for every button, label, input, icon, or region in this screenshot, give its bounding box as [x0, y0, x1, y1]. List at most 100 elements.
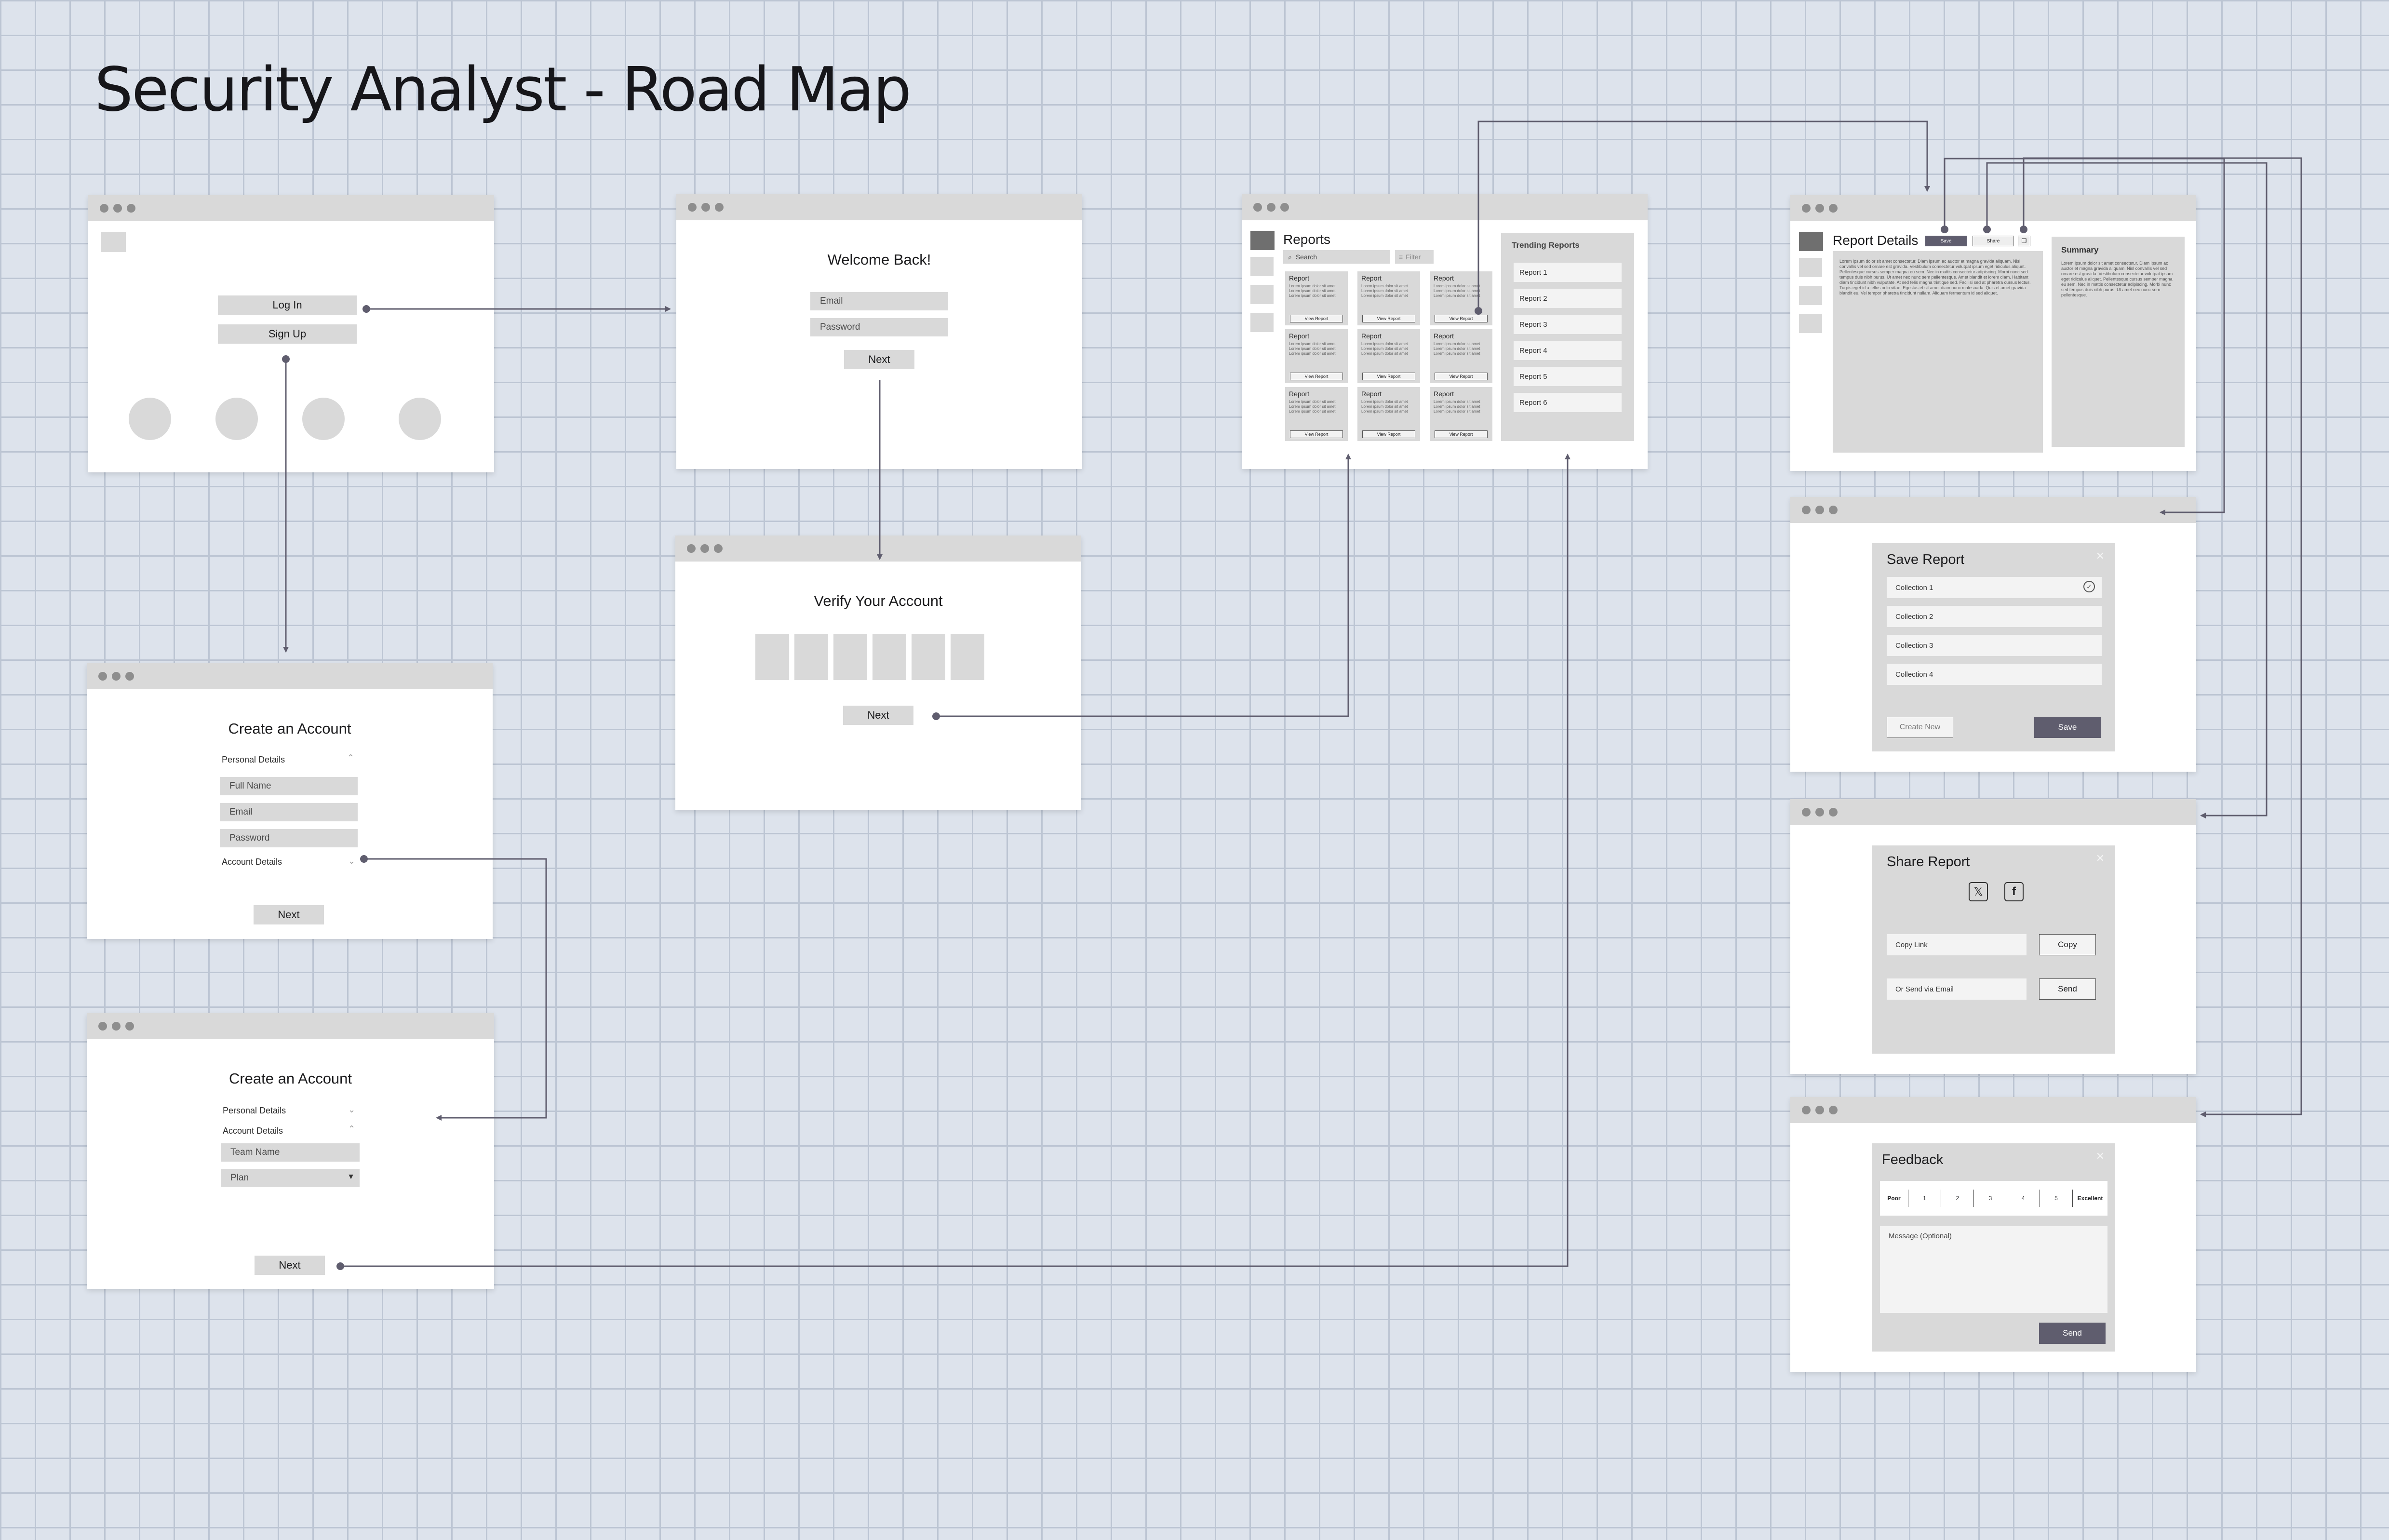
share-report-title: Share Report: [1887, 854, 1970, 870]
sidebar-nav-item[interactable]: [1799, 286, 1822, 305]
sidebar-nav-item[interactable]: [1799, 258, 1822, 277]
report-card-title: Report: [1434, 390, 1454, 398]
trending-report-item[interactable]: Report 5: [1514, 367, 1622, 386]
personal-details-section[interactable]: Personal Details: [223, 1106, 286, 1115]
password-field[interactable]: Password: [220, 829, 358, 847]
facebook-icon[interactable]: f: [2004, 882, 2024, 901]
send-button[interactable]: Send: [2039, 1323, 2106, 1344]
trending-report-item[interactable]: Report 1: [1514, 263, 1622, 282]
rating-option-5[interactable]: 5: [2039, 1190, 2073, 1207]
view-report-button[interactable]: View Report: [1362, 430, 1415, 438]
dropdown-arrow-icon: ▼: [347, 1173, 355, 1181]
create-new-button[interactable]: Create New: [1887, 717, 1953, 738]
next-button[interactable]: Next: [255, 1256, 325, 1275]
sidebar-nav-item[interactable]: [1250, 257, 1274, 276]
collection-item[interactable]: Collection 4: [1887, 664, 2102, 685]
window-dot: [127, 204, 135, 213]
code-digit-input[interactable]: [872, 634, 906, 680]
close-icon[interactable]: ✕: [2095, 550, 2105, 562]
view-report-button[interactable]: View Report: [1435, 373, 1488, 380]
code-digit-input[interactable]: [833, 634, 867, 680]
trending-report-item[interactable]: Report 6: [1514, 393, 1622, 412]
filter-icon: ≡: [1399, 253, 1403, 261]
full-name-field[interactable]: Full Name: [220, 777, 358, 795]
welcome-window: Welcome Back! Email Password Next: [676, 194, 1082, 469]
trending-report-item[interactable]: Report 4: [1514, 341, 1622, 360]
sidebar-nav-item[interactable]: [1250, 313, 1274, 332]
trending-report-item[interactable]: Report 3: [1514, 315, 1622, 334]
email-field[interactable]: Or Send via Email: [1887, 978, 2027, 1000]
team-name-field[interactable]: Team Name: [221, 1143, 360, 1162]
chevron-down-icon[interactable]: ⌄: [348, 856, 356, 866]
logo-placeholder: [1799, 232, 1823, 251]
view-report-button[interactable]: View Report: [1435, 430, 1488, 438]
view-report-button[interactable]: View Report: [1362, 373, 1415, 380]
code-digit-input[interactable]: [951, 634, 984, 680]
plan-select-value: Plan: [230, 1173, 249, 1183]
plan-select[interactable]: Plan ▼: [221, 1169, 360, 1187]
window-title-bar: [1790, 195, 2196, 221]
report-card-title: Report: [1361, 332, 1382, 340]
close-icon[interactable]: ✕: [2095, 852, 2105, 864]
report-card-text: Lorem ipsum dolor sit amet Lorem ipsum d…: [1289, 342, 1336, 356]
x-social-icon[interactable]: 𝕏: [1969, 882, 1988, 901]
save-button[interactable]: Save: [2034, 717, 2101, 738]
account-details-section[interactable]: Account Details: [222, 857, 282, 867]
email-field[interactable]: Email: [220, 803, 358, 821]
view-report-button[interactable]: View Report: [1290, 430, 1343, 438]
view-report-button[interactable]: View Report: [1290, 315, 1343, 322]
account-details-section[interactable]: Account Details: [223, 1126, 283, 1136]
signup-button[interactable]: Sign Up: [218, 324, 357, 344]
rating-option-1[interactable]: 1: [1908, 1190, 1941, 1207]
window-dot: [1267, 203, 1275, 212]
rating-option-3[interactable]: 3: [1973, 1190, 2006, 1207]
personal-details-section[interactable]: Personal Details: [222, 755, 285, 764]
window-dot: [1802, 204, 1811, 213]
copy-button[interactable]: Copy: [2039, 934, 2096, 955]
save-report-button[interactable]: Save: [1925, 236, 1967, 246]
view-report-button[interactable]: View Report: [1435, 315, 1488, 322]
code-digit-input[interactable]: [794, 634, 828, 680]
collection-item[interactable]: Collection 3: [1887, 635, 2102, 656]
next-button[interactable]: Next: [254, 905, 324, 924]
close-icon[interactable]: ✕: [2095, 1150, 2105, 1162]
collection-item[interactable]: Collection 1: [1887, 577, 2102, 598]
send-button[interactable]: Send: [2039, 978, 2096, 1000]
view-report-button[interactable]: View Report: [1290, 373, 1343, 380]
view-report-button[interactable]: View Report: [1362, 315, 1415, 322]
copy-link-field[interactable]: Copy Link: [1887, 934, 2027, 955]
next-button[interactable]: Next: [843, 706, 913, 725]
save-report-window: Save Report ✕ Collection 1 ✓ Collection …: [1790, 497, 2196, 772]
window-dot: [113, 204, 122, 213]
next-button[interactable]: Next: [844, 350, 914, 369]
filter-button[interactable]: ≡ Filter: [1395, 250, 1434, 264]
sidebar-nav-item[interactable]: [1799, 314, 1822, 333]
window-title-bar: [87, 1013, 494, 1039]
rating-option-4[interactable]: 4: [2006, 1190, 2040, 1207]
email-field[interactable]: Email: [810, 292, 948, 310]
window-dot: [112, 672, 121, 681]
window-title-bar: [1242, 194, 1648, 220]
sidebar-nav-item[interactable]: [1250, 285, 1274, 304]
window-dot: [1815, 506, 1824, 514]
feedback-icon[interactable]: ❐: [2018, 236, 2030, 246]
message-textarea[interactable]: Message (Optional): [1880, 1226, 2107, 1313]
window-title-bar: [675, 536, 1081, 562]
report-card-text: Lorem ipsum dolor sit amet Lorem ipsum d…: [1434, 342, 1480, 356]
collection-item[interactable]: Collection 2: [1887, 606, 2102, 627]
trending-report-item[interactable]: Report 2: [1514, 289, 1622, 308]
share-report-button[interactable]: Share: [1973, 236, 2014, 246]
window-dot: [98, 1022, 107, 1031]
password-field[interactable]: Password: [810, 318, 948, 336]
chevron-down-icon[interactable]: ⌄: [348, 1105, 356, 1114]
chevron-up-icon[interactable]: ⌃: [348, 1124, 356, 1134]
code-digit-input[interactable]: [912, 634, 945, 680]
code-digit-input[interactable]: [755, 634, 789, 680]
rating-option-2[interactable]: 2: [1941, 1190, 1973, 1207]
chevron-up-icon[interactable]: ⌃: [347, 753, 355, 763]
login-button[interactable]: Log In: [218, 295, 357, 315]
search-input[interactable]: ⌕ Search: [1283, 250, 1390, 264]
